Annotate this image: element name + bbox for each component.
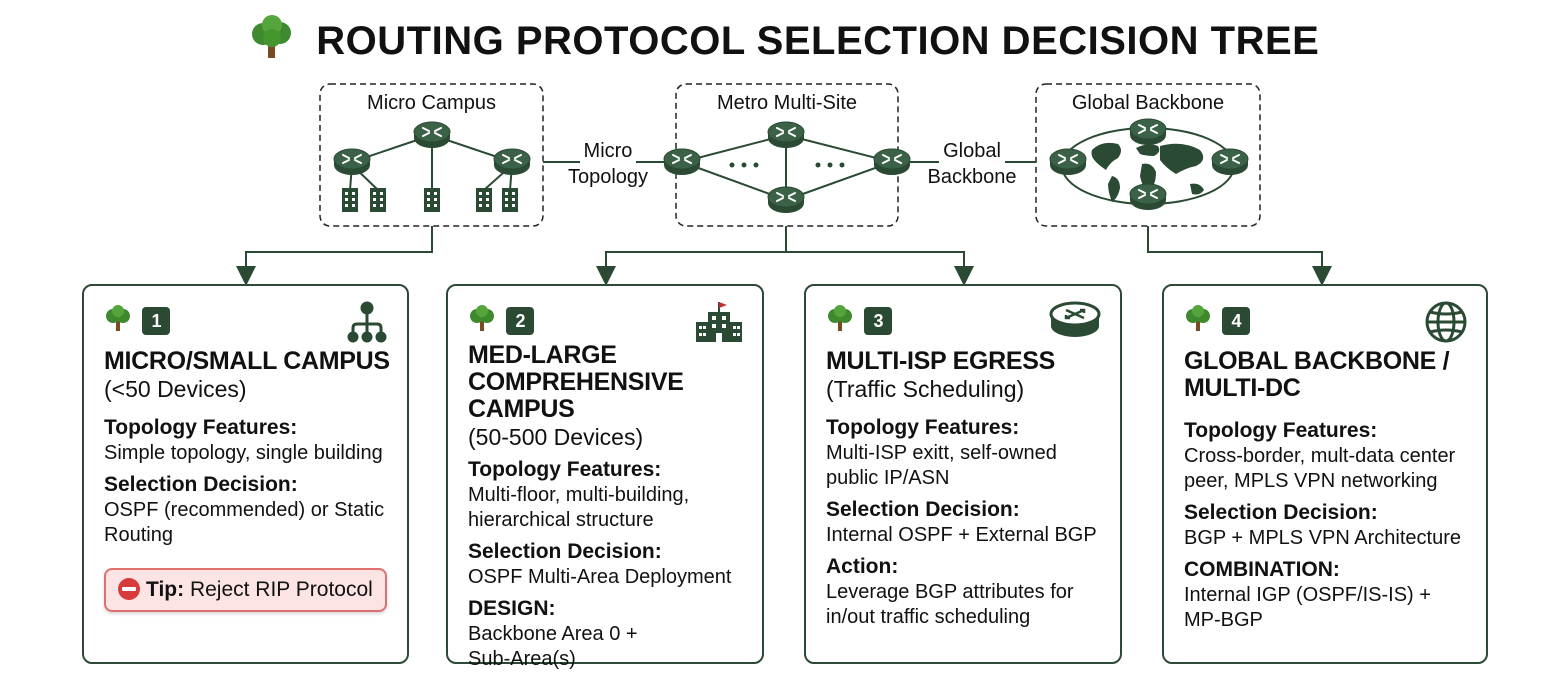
tip-badge: Tip: Reject RIP Protocol <box>104 568 387 612</box>
router-icon <box>413 121 451 149</box>
card-heading-line2: COMPREHENSIVE CAMPUS <box>468 368 684 423</box>
region-label-global: Global Backbone <box>1071 92 1225 114</box>
selection-decision-label: Selection Decision: <box>104 473 298 496</box>
topology-features-text: Simple topology, single building <box>104 442 383 464</box>
card-number-badge: 4 <box>1222 306 1251 335</box>
micro-campus-region <box>319 83 544 227</box>
combination-text: Internal IGP (OSPF/IS-IS) + MP-BGP <box>1184 584 1431 631</box>
building-icon <box>342 188 358 212</box>
topology-features-label: Topology Features: <box>1184 419 1378 442</box>
topology-features-label: Topology Features: <box>826 416 1020 439</box>
card-number-badge: 1 <box>142 306 171 335</box>
selection-decision-text: BGP + MPLS VPN Architecture <box>1184 527 1461 549</box>
building-icon <box>476 188 492 212</box>
tip-text: Reject RIP Protocol <box>189 578 373 601</box>
tree-icon <box>249 14 295 70</box>
tree-icon <box>468 304 496 337</box>
router-icon <box>333 148 371 176</box>
card-heading-line2: MULTI-DC <box>1184 374 1301 402</box>
no-entry-icon <box>118 578 140 600</box>
selection-decision-label: Selection Decision: <box>468 540 662 563</box>
card-header: 2 <box>468 304 535 337</box>
card-heading: MICRO/SMALL CAMPUS <box>104 347 390 375</box>
connector-label-micro-topology: Micro Topology <box>548 138 668 190</box>
world-map-icon <box>1091 142 1204 202</box>
connector-label-global-backbone: Global Backbone <box>912 138 1032 190</box>
topology-features-text: Multi-floor, multi-building, hierarchica… <box>468 484 690 531</box>
card-number-badge: 3 <box>864 306 893 335</box>
topology-features-text: Multi-ISP exitt, self-owned public IP/AS… <box>826 442 1057 489</box>
topology-features-label: Topology Features: <box>468 458 662 481</box>
tree-icon <box>826 304 854 337</box>
card-micro-small-campus: 1 MICRO/SMALL CAMPUS (<50 Devices) Topol… <box>82 284 409 664</box>
region-label-micro: Micro Campus <box>367 92 496 114</box>
building-icon <box>424 188 440 212</box>
tree-icon <box>1184 304 1212 337</box>
selection-decision-text: OSPF Multi-Area Deployment <box>468 566 732 588</box>
action-label: Action: <box>826 555 899 578</box>
global-backbone-region <box>1035 83 1261 227</box>
topology-features-label: Topology Features: <box>104 416 298 439</box>
globe-icon <box>1424 300 1468 349</box>
combination-label: COMBINATION: <box>1184 558 1340 581</box>
building-icon <box>370 188 386 212</box>
router-icon <box>493 148 531 176</box>
card-heading: MULTI-ISP EGRESS <box>826 347 1056 375</box>
card-subheading: (Traffic Scheduling) <box>826 376 1025 402</box>
tip-label: Tip: <box>146 578 185 601</box>
card-subheading: (50-500 Devices) <box>468 424 644 450</box>
card-med-large-campus: 2 MED-LARGE COMPREHENSIVE CAMPUS (50-500… <box>446 284 764 670</box>
router-icon <box>1048 300 1102 345</box>
page-title: ROUTING PROTOCOL SELECTION DECISION TREE <box>0 14 1568 70</box>
card-header: 3 <box>826 304 893 337</box>
selection-decision-text: Internal OSPF + External BGP <box>826 524 1097 546</box>
selection-decision-label: Selection Decision: <box>1184 501 1378 524</box>
card-heading-line1: MED-LARGE <box>468 341 617 369</box>
card-multi-isp-egress: 3 MULTI-ISP EGRESS (Traffic Scheduling) … <box>804 284 1122 664</box>
card-global-backbone: 4 GLOBAL BACKBONE / MULTI-DC Topology Fe… <box>1162 284 1488 664</box>
card-header: 1 <box>104 304 171 337</box>
card-header: 4 <box>1184 304 1251 337</box>
card-number-badge: 2 <box>506 306 535 335</box>
building-icon <box>502 188 518 212</box>
design-text: Backbone Area 0 + Sub-Area(s) <box>468 623 638 670</box>
card-heading-line1: GLOBAL BACKBONE / <box>1184 347 1450 375</box>
selection-decision-label: Selection Decision: <box>826 498 1020 521</box>
building-icon <box>694 300 744 349</box>
selection-decision-text: OSPF (recommended) or Static Routing <box>104 499 385 546</box>
hierarchy-icon <box>345 300 389 349</box>
region-label-metro: Metro Multi-Site <box>716 92 858 114</box>
action-text: Leverage BGP attributes for in/out traff… <box>826 581 1074 628</box>
tree-icon <box>104 304 132 337</box>
card-subheading: (<50 Devices) <box>104 376 247 402</box>
design-label: DESIGN: <box>468 597 556 620</box>
page-title-text: ROUTING PROTOCOL SELECTION DECISION TREE <box>316 19 1320 63</box>
topology-features-text: Cross-border, mult-data center peer, MPL… <box>1184 445 1456 492</box>
